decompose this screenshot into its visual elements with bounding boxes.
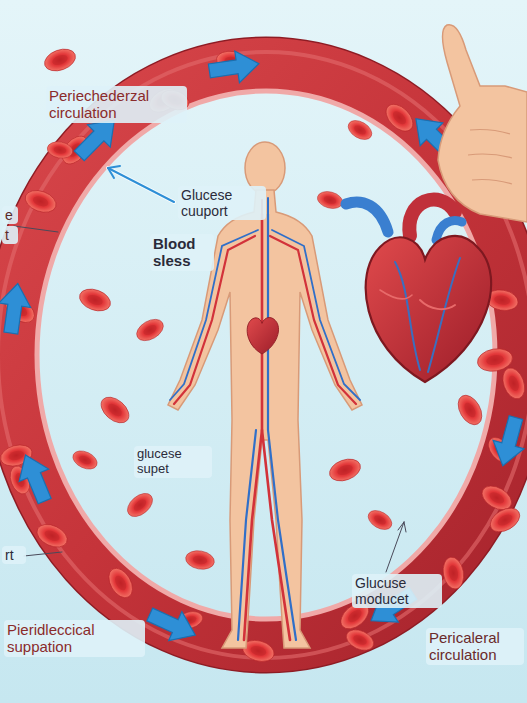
blood-cell (96, 392, 133, 428)
label: Blood sless (150, 234, 214, 271)
label: Pericaleral circulation (426, 628, 524, 665)
label: t (2, 226, 18, 244)
flow-arrow (207, 48, 261, 87)
flow-arrow (487, 413, 527, 470)
blood-cell (316, 189, 345, 211)
blood-cell (381, 99, 418, 136)
blood-cell (453, 391, 486, 429)
blood-cell (343, 626, 377, 654)
blood-cell (476, 346, 514, 374)
blood-cell (486, 503, 524, 536)
blood-cell (104, 564, 137, 602)
human-figure (168, 142, 362, 648)
heart-illustration (346, 200, 491, 382)
flow-arrow (11, 449, 60, 507)
hand-illustration (438, 25, 527, 222)
label: Glucuse moducet (352, 574, 442, 608)
label: e (2, 206, 18, 224)
blood-cell (77, 285, 114, 315)
label: rt (2, 546, 26, 564)
leader-lines (14, 166, 406, 572)
blood-cell (345, 117, 375, 144)
blood-cell (22, 187, 59, 217)
label: Periechederzal circulation (46, 86, 187, 123)
blood-cell (33, 520, 70, 552)
blood-cell (123, 489, 157, 521)
blood-cell (184, 549, 215, 572)
blood-cell (70, 447, 100, 472)
blood-cell (441, 556, 466, 591)
blood-cell (327, 455, 364, 485)
flow-arrow (0, 281, 34, 335)
flow-arrow (143, 600, 202, 650)
blood-cell (42, 45, 79, 75)
label: Pieridleccical suppation (4, 620, 145, 657)
blood-cell (365, 507, 395, 534)
blood-cell (499, 365, 527, 402)
blood-cell (46, 140, 74, 160)
label: glucese supet (134, 446, 212, 478)
label: Glucese cuuport (178, 186, 266, 220)
blood-cell (133, 315, 167, 345)
